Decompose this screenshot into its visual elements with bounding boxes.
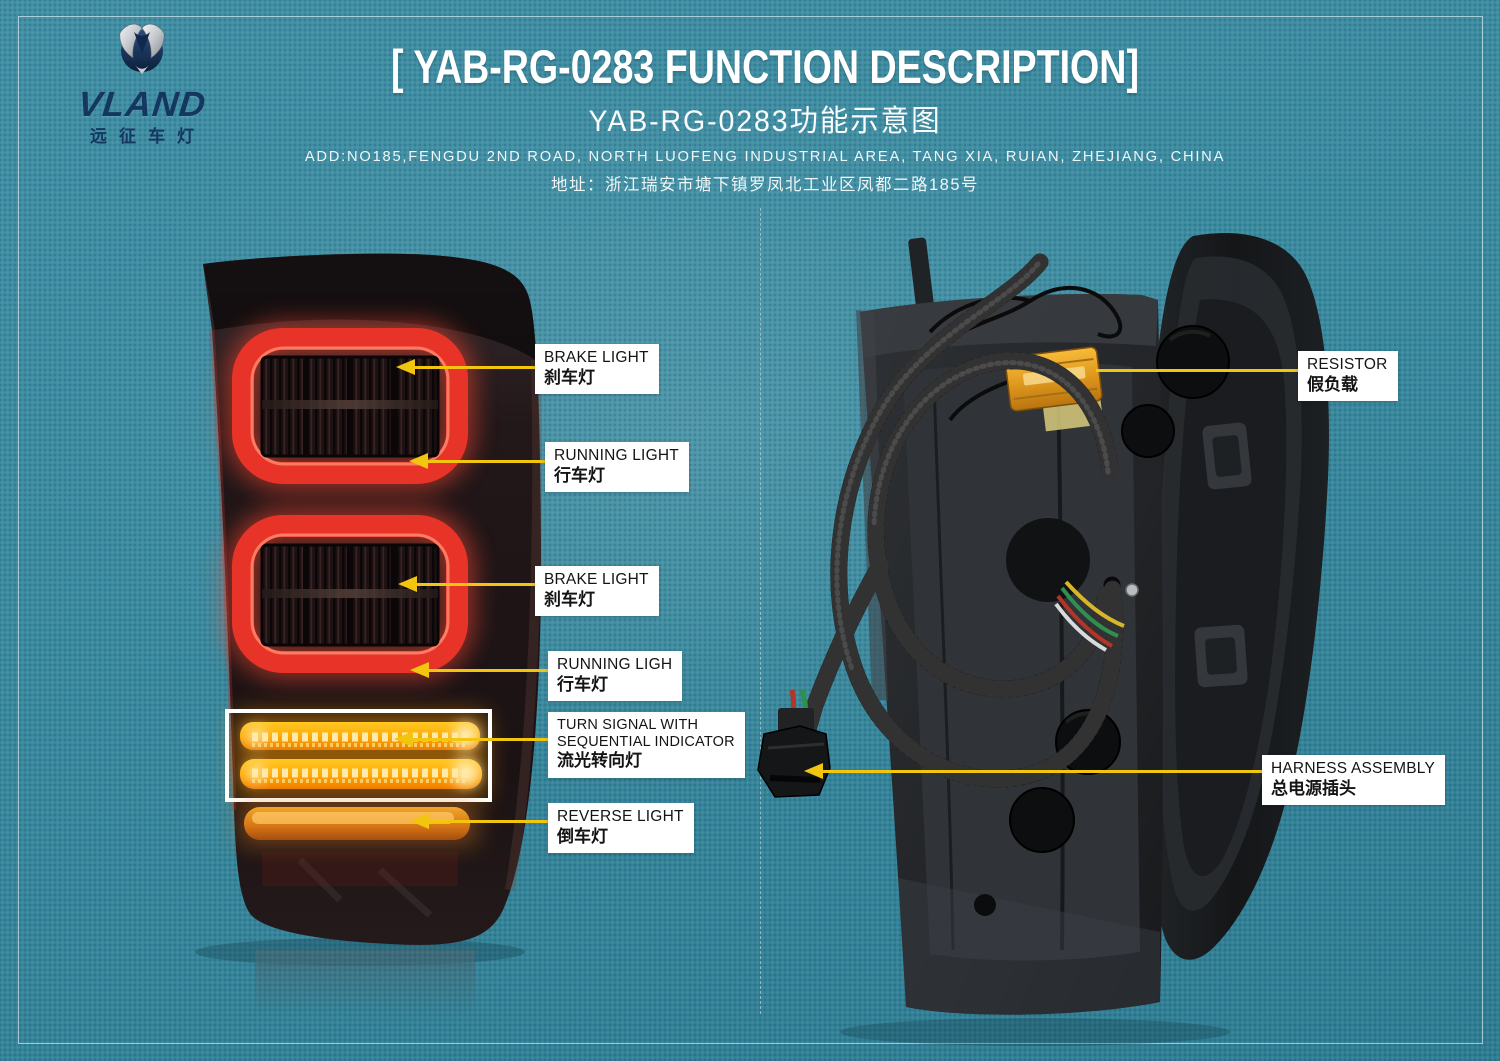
callout-brake-light-2: BRAKE LIGHT 刹车灯 bbox=[535, 566, 659, 617]
page-title: [ YAB-RG-0283 FUNCTION DESCRIPTION] bbox=[391, 40, 1139, 93]
callout-arrowhead-harness bbox=[804, 763, 823, 779]
callout-label-cn: 刹车灯 bbox=[544, 589, 595, 609]
callout-label-en: BRAKE LIGHT bbox=[544, 349, 649, 366]
lower-running-light-ring bbox=[226, 509, 474, 679]
callout-label-en: RUNNING LIGHT bbox=[554, 447, 679, 464]
vland-logo: VLAND 远征车灯 bbox=[52, 20, 232, 145]
callout-label-cn: 总电源插头 bbox=[1271, 778, 1356, 798]
callout-label-en: TURN SIGNAL WITH bbox=[557, 717, 699, 733]
callout-label-en: RESISTOR bbox=[1307, 356, 1388, 373]
callout-arrowhead-running-light-2 bbox=[410, 662, 429, 678]
callout-line-brake-light-1 bbox=[414, 366, 535, 369]
left-rim-glow bbox=[209, 329, 237, 811]
callout-label-cn: 行车灯 bbox=[554, 465, 605, 485]
tail-lamp-rear-photo bbox=[757, 232, 1329, 1046]
callout-arrowhead-brake-light-1 bbox=[396, 359, 415, 375]
address-chinese: 地址：浙江瑞安市塘下镇罗凤北工业区凤都二路185号 bbox=[550, 176, 980, 195]
housing-top-gloss bbox=[203, 253, 536, 360]
callout-resistor: RESISTOR 假负载 bbox=[1298, 351, 1398, 402]
resistor-wires bbox=[928, 285, 1123, 422]
callout-harness: HARNESS ASSEMBLY 总电源插头 bbox=[1262, 755, 1445, 806]
callout-arrowhead-reverse-light bbox=[410, 813, 429, 829]
lower-red-reflection bbox=[262, 852, 458, 886]
callout-arrowhead-turn-signal bbox=[394, 731, 413, 747]
tail-lamp-front-photo bbox=[195, 253, 543, 1016]
rear-photo-reflection bbox=[840, 1018, 1230, 1046]
upper-brake-light-panel bbox=[260, 355, 440, 458]
callout-running-light-2: RUNNING LIGH 行车灯 bbox=[548, 651, 683, 702]
callout-label-en: HARNESS ASSEMBLY bbox=[1271, 760, 1435, 777]
callout-line-reverse-light bbox=[428, 820, 548, 823]
callout-line-running-light-2 bbox=[428, 669, 548, 672]
wire-loom bbox=[797, 253, 1124, 788]
callout-label-en: SEQUENTIAL INDICATOR bbox=[557, 733, 735, 750]
callout-label-en: RUNNING LIGH bbox=[557, 656, 673, 673]
callout-line-harness bbox=[822, 770, 1262, 773]
right-flange bbox=[505, 359, 543, 891]
callout-running-light-1: RUNNING LIGHT 行车灯 bbox=[545, 442, 689, 493]
brand-name-chinese: 远征车灯 bbox=[90, 127, 206, 146]
address-english: ADD:NO185,FENGDU 2ND ROAD, NORTH LUOFENG… bbox=[304, 148, 1226, 166]
callout-turn-signal: TURN SIGNAL WITH SEQUENTIAL INDICATOR 流光… bbox=[548, 712, 745, 778]
callout-line-resistor bbox=[1096, 369, 1298, 372]
callout-brake-light-1: BRAKE LIGHT 刹车灯 bbox=[535, 344, 659, 395]
callout-arrowhead-brake-light-2 bbox=[398, 576, 417, 592]
callout-label-cn: 流光转向灯 bbox=[557, 751, 642, 771]
callout-label-en: BRAKE LIGHT bbox=[544, 571, 649, 588]
callout-label-cn: 行车灯 bbox=[557, 674, 608, 694]
colored-wire-bundle bbox=[1054, 580, 1139, 652]
callout-line-turn-signal bbox=[412, 738, 548, 741]
tail-lamp-reflection bbox=[195, 938, 525, 1016]
page-subtitle-chinese: YAB-RG-0283功能示意图 bbox=[588, 105, 942, 139]
callout-label-cn: 倒车灯 bbox=[557, 826, 608, 846]
housing-sheen bbox=[297, 857, 433, 918]
callout-reverse-light: REVERSE LIGHT 倒车灯 bbox=[548, 803, 694, 854]
callout-label-cn: 假负载 bbox=[1307, 374, 1358, 394]
callout-label-en: REVERSE LIGHT bbox=[557, 808, 684, 825]
reverse-light-strip bbox=[240, 804, 476, 844]
turn-signal-strips bbox=[236, 714, 486, 796]
callout-arrowhead-running-light-1 bbox=[409, 453, 428, 469]
callout-line-running-light-1 bbox=[427, 460, 545, 463]
rear-housing bbox=[856, 237, 1163, 1015]
section-divider-dashed-line bbox=[760, 208, 761, 1014]
upper-running-light-ring bbox=[226, 322, 474, 490]
harness-connector bbox=[757, 689, 831, 798]
turn-signal-highlight-box bbox=[225, 709, 492, 802]
lower-brake-light-panel bbox=[260, 543, 440, 647]
header: [ YAB-RG-0283 FUNCTION DESCRIPTION] YAB-… bbox=[150, 0, 1380, 195]
callout-label-cn: 刹车灯 bbox=[544, 367, 595, 387]
vland-wings-emblem-icon bbox=[119, 23, 165, 74]
callout-line-brake-light-2 bbox=[416, 583, 535, 586]
